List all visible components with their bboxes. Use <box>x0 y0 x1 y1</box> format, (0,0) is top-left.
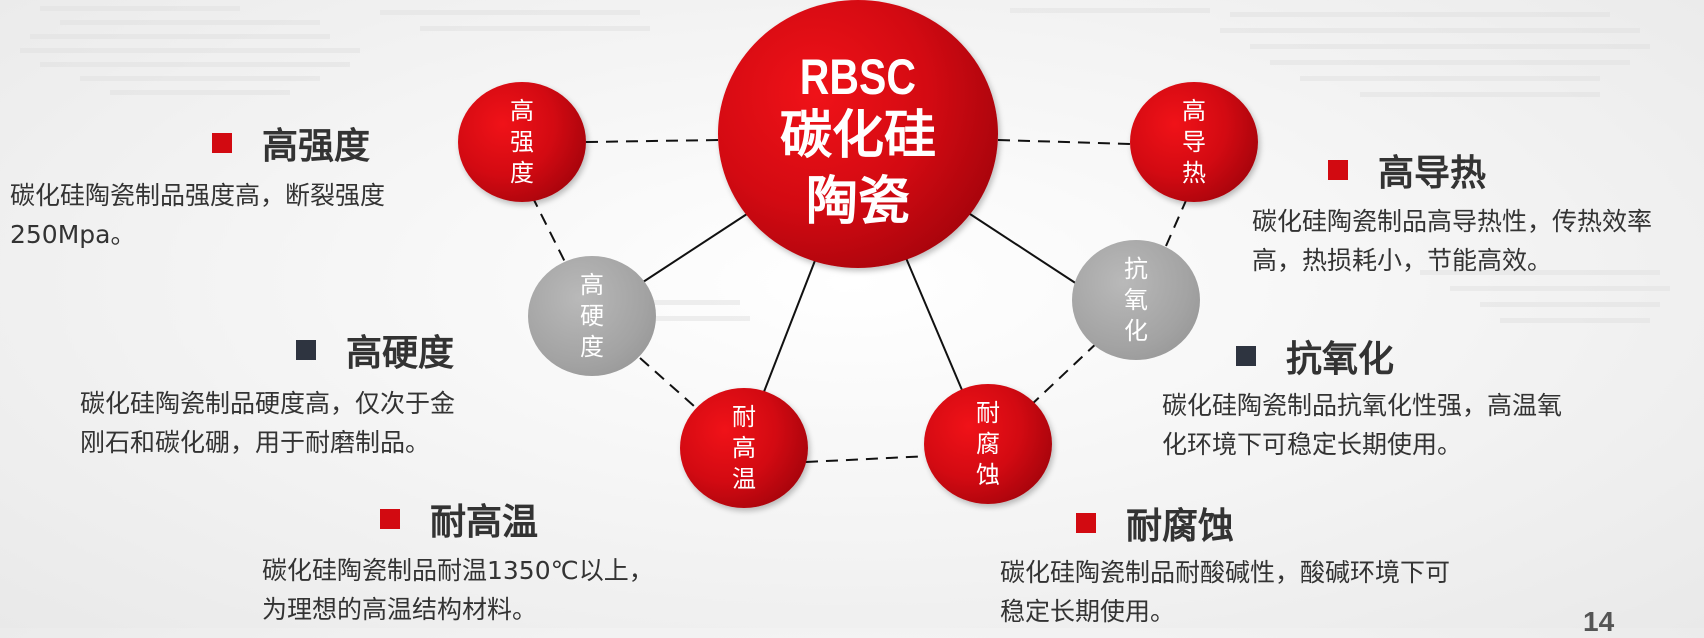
dark-square-bullet-icon <box>296 340 316 360</box>
feature-thermal-desc: 碳化硅陶瓷制品高导热性，传热效率 高，热损耗小，节能高效。 <box>1252 202 1652 280</box>
dash-hardness-temp <box>639 357 695 407</box>
line-center-hardness <box>639 211 751 285</box>
desc-line: 250Mpa。 <box>10 220 136 249</box>
dark-square-bullet-icon <box>1236 346 1256 366</box>
center-title-zh: 碳化硅陶瓷 <box>779 106 936 232</box>
node-oxidation-label: 抗氧化 <box>1123 254 1148 345</box>
red-square-bullet-icon <box>380 509 400 529</box>
dash-corrosion-oxidation <box>1029 339 1101 407</box>
feature-oxidation-desc: 碳化硅陶瓷制品抗氧化性强，高温氧 化环境下可稳定长期使用。 <box>1162 386 1562 464</box>
node-high-strength: 高强度 <box>458 82 586 202</box>
dash-center-thermal <box>997 139 1133 145</box>
feature-strength-desc: 碳化硅陶瓷制品强度高，断裂强度 250Mpa。 <box>10 176 385 254</box>
line-center-temp <box>759 257 817 403</box>
node-high-strength-label: 高强度 <box>509 96 534 187</box>
center-title-en: RBSC <box>799 49 917 105</box>
desc-line: 稳定长期使用。 <box>1000 597 1176 626</box>
node-corrosion: 耐腐蚀 <box>924 384 1052 504</box>
node-corrosion-label: 耐腐蚀 <box>975 398 1000 489</box>
line-center-corrosion <box>905 257 963 391</box>
node-high-temp: 耐高温 <box>680 388 808 508</box>
node-thermal-label: 高导热 <box>1181 96 1206 187</box>
feature-thermal-title: 高导热 <box>1378 153 1487 194</box>
desc-line: 高，热损耗小，节能高效。 <box>1252 246 1553 275</box>
desc-line: 碳化硅陶瓷制品硬度高，仅次于金 <box>80 389 456 418</box>
feature-hardness-desc: 碳化硅陶瓷制品硬度高，仅次于金 刚石和碳化硼，用于耐磨制品。 <box>80 384 455 462</box>
dash-temp-corrosion <box>805 455 931 463</box>
feature-oxidation: 抗氧化 <box>1236 330 1394 382</box>
feature-strength-title: 高强度 <box>262 126 371 167</box>
dash-oxidation-thermal <box>1165 195 1189 247</box>
feature-temp-title: 耐高温 <box>430 502 539 543</box>
desc-line: 碳化硅陶瓷制品抗氧化性强，高温氧 <box>1162 391 1563 420</box>
node-high-hardness-label: 高硬度 <box>579 270 604 361</box>
feature-corrosion: 耐腐蚀 <box>1076 497 1234 549</box>
desc-line: 化环境下可稳定长期使用。 <box>1162 430 1463 459</box>
feature-temp: 耐高温 <box>380 493 538 545</box>
node-thermal: 高导热 <box>1130 82 1258 202</box>
node-high-temp-label: 耐高温 <box>731 402 756 493</box>
desc-line: 碳化硅陶瓷制品耐温1350℃以上， <box>262 556 654 585</box>
node-high-hardness: 高硬度 <box>528 256 656 376</box>
feature-oxidation-title: 抗氧化 <box>1286 339 1395 380</box>
red-square-bullet-icon <box>212 133 232 153</box>
page-number: 14 <box>1583 606 1615 637</box>
desc-line: 碳化硅陶瓷制品耐酸碱性，酸碱环境下可 <box>1000 558 1451 587</box>
feature-hardness-title: 高硬度 <box>346 333 455 374</box>
dash-strength-hardness <box>531 195 569 269</box>
feature-corrosion-desc: 碳化硅陶瓷制品耐酸碱性，酸碱环境下可 稳定长期使用。 <box>1000 553 1450 631</box>
feature-hardness: 高硬度 <box>296 324 454 376</box>
red-square-bullet-icon <box>1328 160 1348 180</box>
dash-strength-center <box>585 139 721 143</box>
desc-line: 刚石和碳化硼，用于耐磨制品。 <box>80 428 431 457</box>
feature-thermal: 高导热 <box>1328 144 1486 196</box>
desc-line: 碳化硅陶瓷制品高导热性，传热效率 <box>1252 207 1653 236</box>
line-center-oxidation <box>969 213 1081 287</box>
feature-strength: 高强度 <box>212 117 370 169</box>
feature-corrosion-title: 耐腐蚀 <box>1126 506 1235 547</box>
feature-temp-desc: 碳化硅陶瓷制品耐温1350℃以上， 为理想的高温结构材料。 <box>262 551 654 629</box>
node-oxidation: 抗氧化 <box>1072 240 1200 360</box>
center-circle: RBSC 碳化硅陶瓷 <box>718 0 998 268</box>
red-square-bullet-icon <box>1076 513 1096 533</box>
desc-line: 为理想的高温结构材料。 <box>262 595 538 624</box>
desc-line: 碳化硅陶瓷制品强度高，断裂强度 <box>10 181 386 210</box>
